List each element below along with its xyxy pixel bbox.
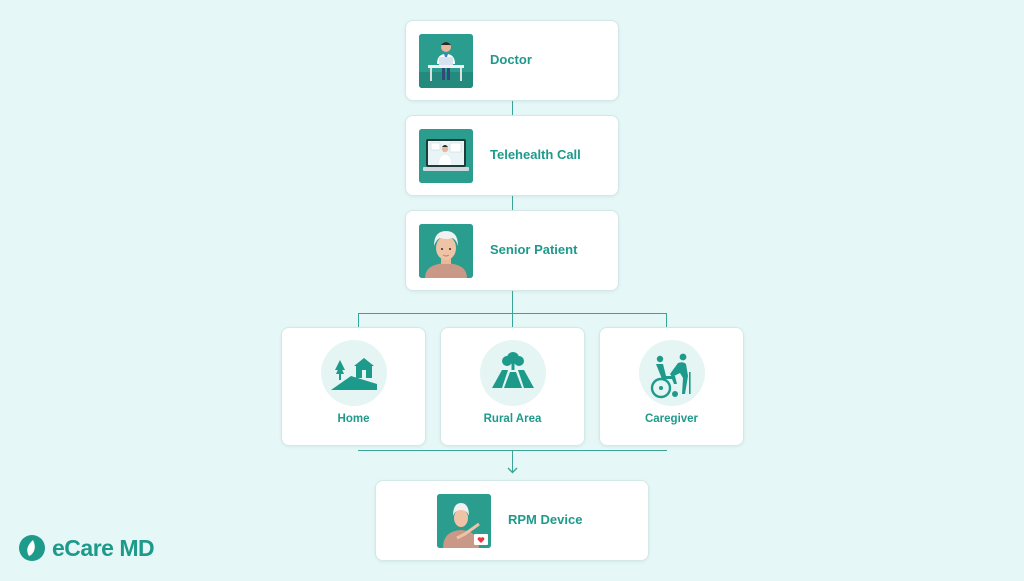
senior-patient-card: Senior Patient [405,210,619,291]
telehealth-laptop-icon [419,129,473,183]
senior-patient-icon [419,224,473,278]
connector-telehealth-patient [512,195,513,211]
doctor-label: Doctor [490,52,532,67]
connector-to-rural [512,313,513,327]
rural-area-card: Rural Area [440,327,585,446]
telehealth-label: Telehealth Call [490,147,581,162]
telehealth-card: Telehealth Call [405,115,619,196]
home-card: Home [281,327,426,446]
rural-landscape-icon [480,340,546,406]
rpm-device-card: RPM Device [375,480,649,561]
ecare-md-logo: eCare MD [18,534,155,562]
rpm-device-label: RPM Device [508,512,583,527]
doctor-card: Doctor [405,20,619,101]
doctor-at-desk-icon [419,34,473,88]
ecare-leaf-icon [19,535,45,561]
connector-patient-down [512,290,513,313]
connector-doctor-telehealth [512,100,513,116]
rural-area-label: Rural Area [483,413,542,425]
connector-to-rpm [512,450,513,472]
caregiver-card: Caregiver [599,327,744,446]
home-label: Home [337,413,370,425]
brand-name: eCare MD [52,534,155,561]
rpm-device-icon [437,494,491,548]
caregiver-label: Caregiver [644,413,699,425]
connector-to-home [358,313,359,327]
connector-to-caregiver [666,313,667,327]
senior-patient-label: Senior Patient [490,242,578,257]
chevron-down-icon [507,467,518,474]
house-icon [321,340,387,406]
wheelchair-caregiver-icon [639,340,705,406]
